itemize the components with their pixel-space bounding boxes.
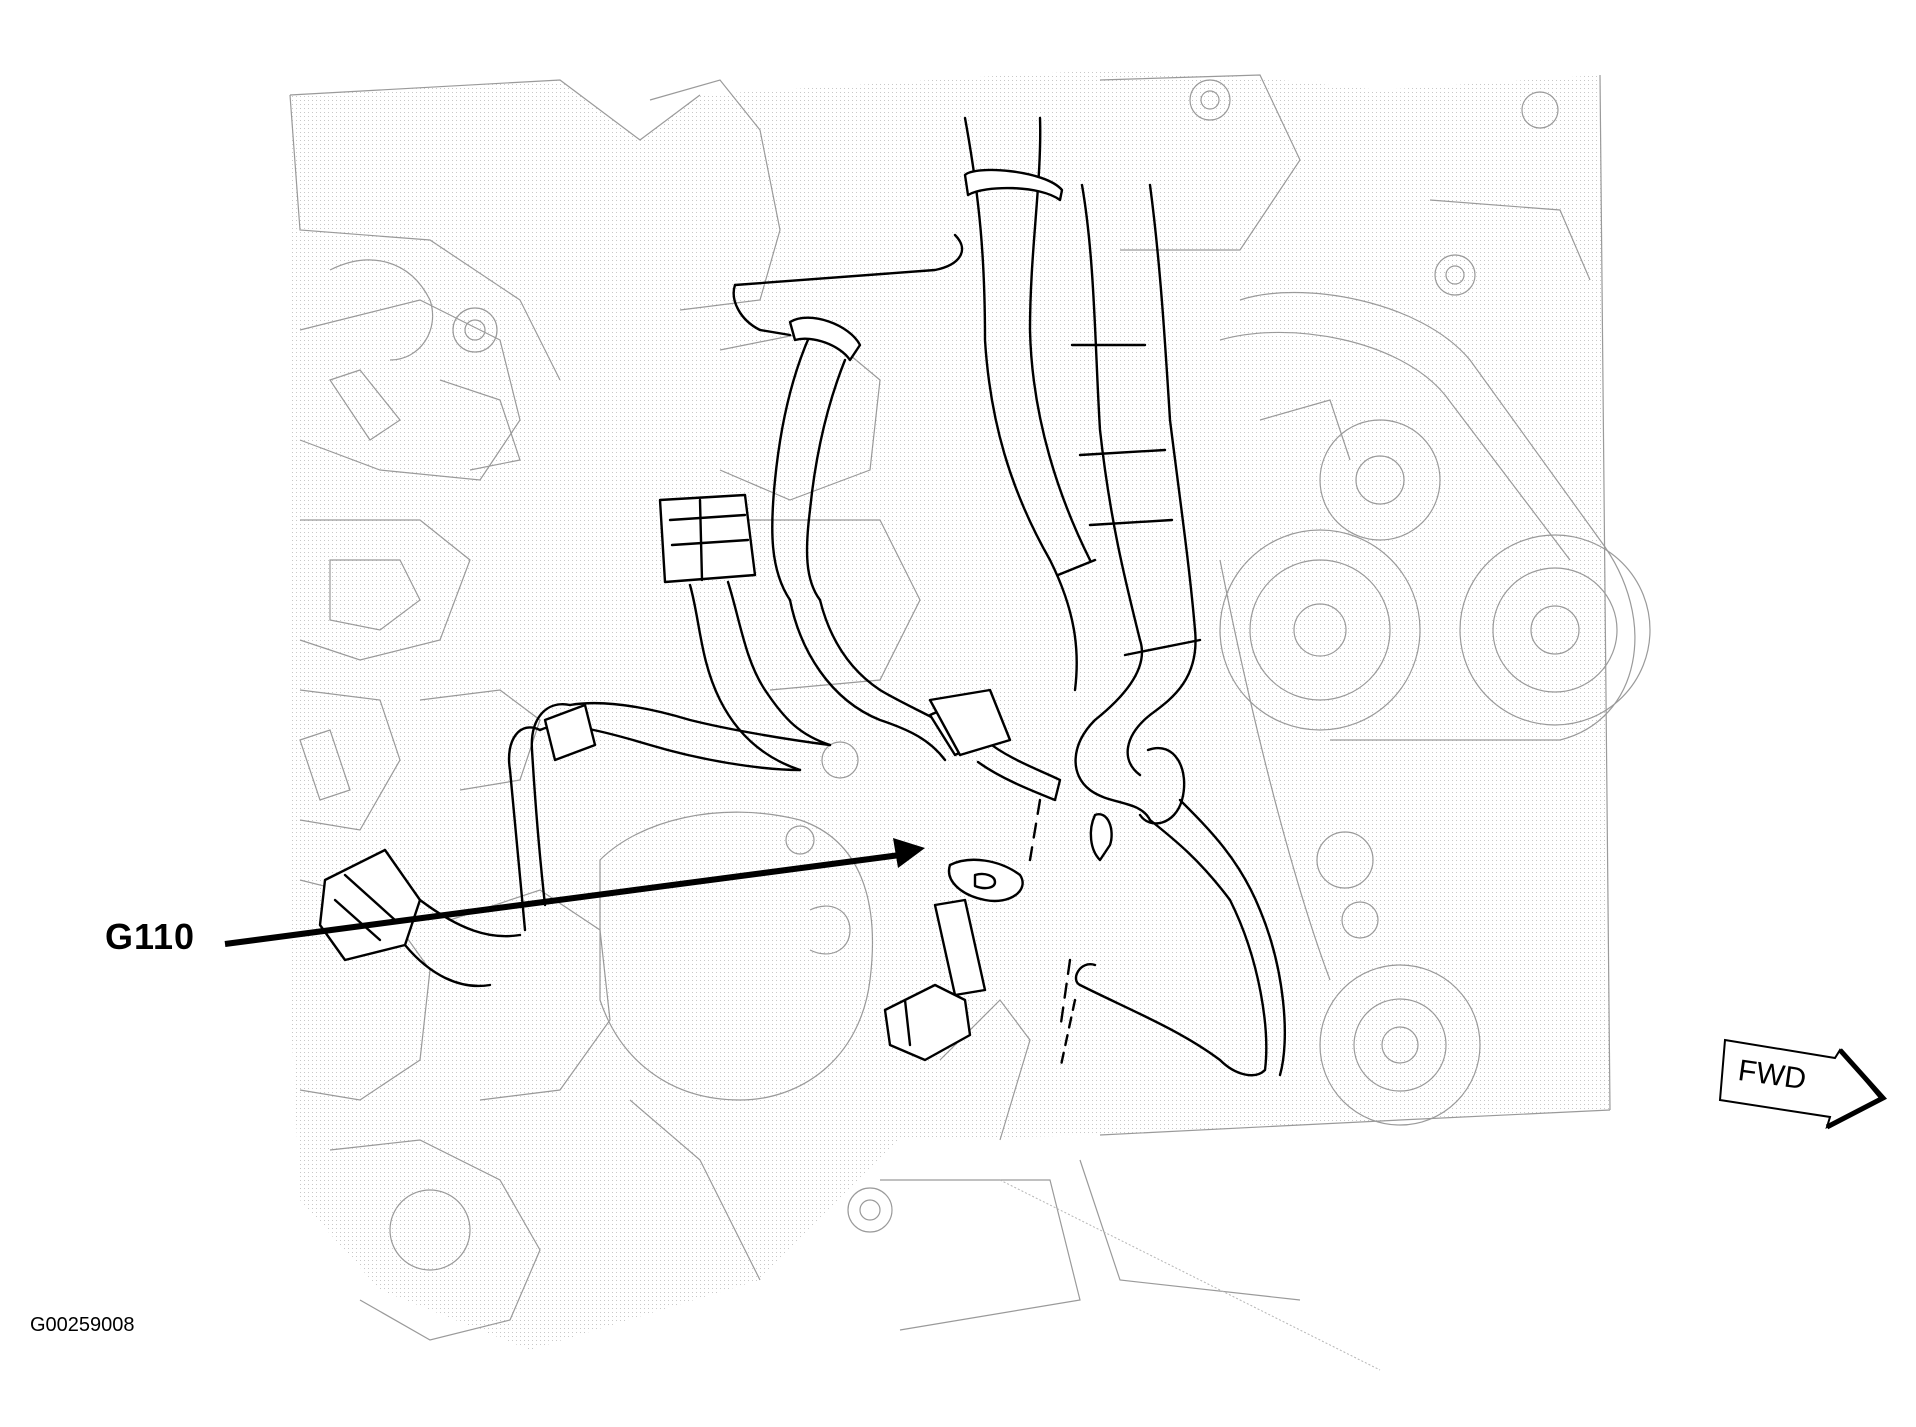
ground-callout-label: G110 <box>105 916 196 957</box>
wiring-harness <box>318 116 1286 1077</box>
g110-leader <box>224 838 925 947</box>
forward-arrow-icon: FWD <box>1718 1038 1888 1130</box>
leader-arrowhead-icon <box>893 838 925 868</box>
figure-id: G00259008 <box>30 1314 135 1336</box>
